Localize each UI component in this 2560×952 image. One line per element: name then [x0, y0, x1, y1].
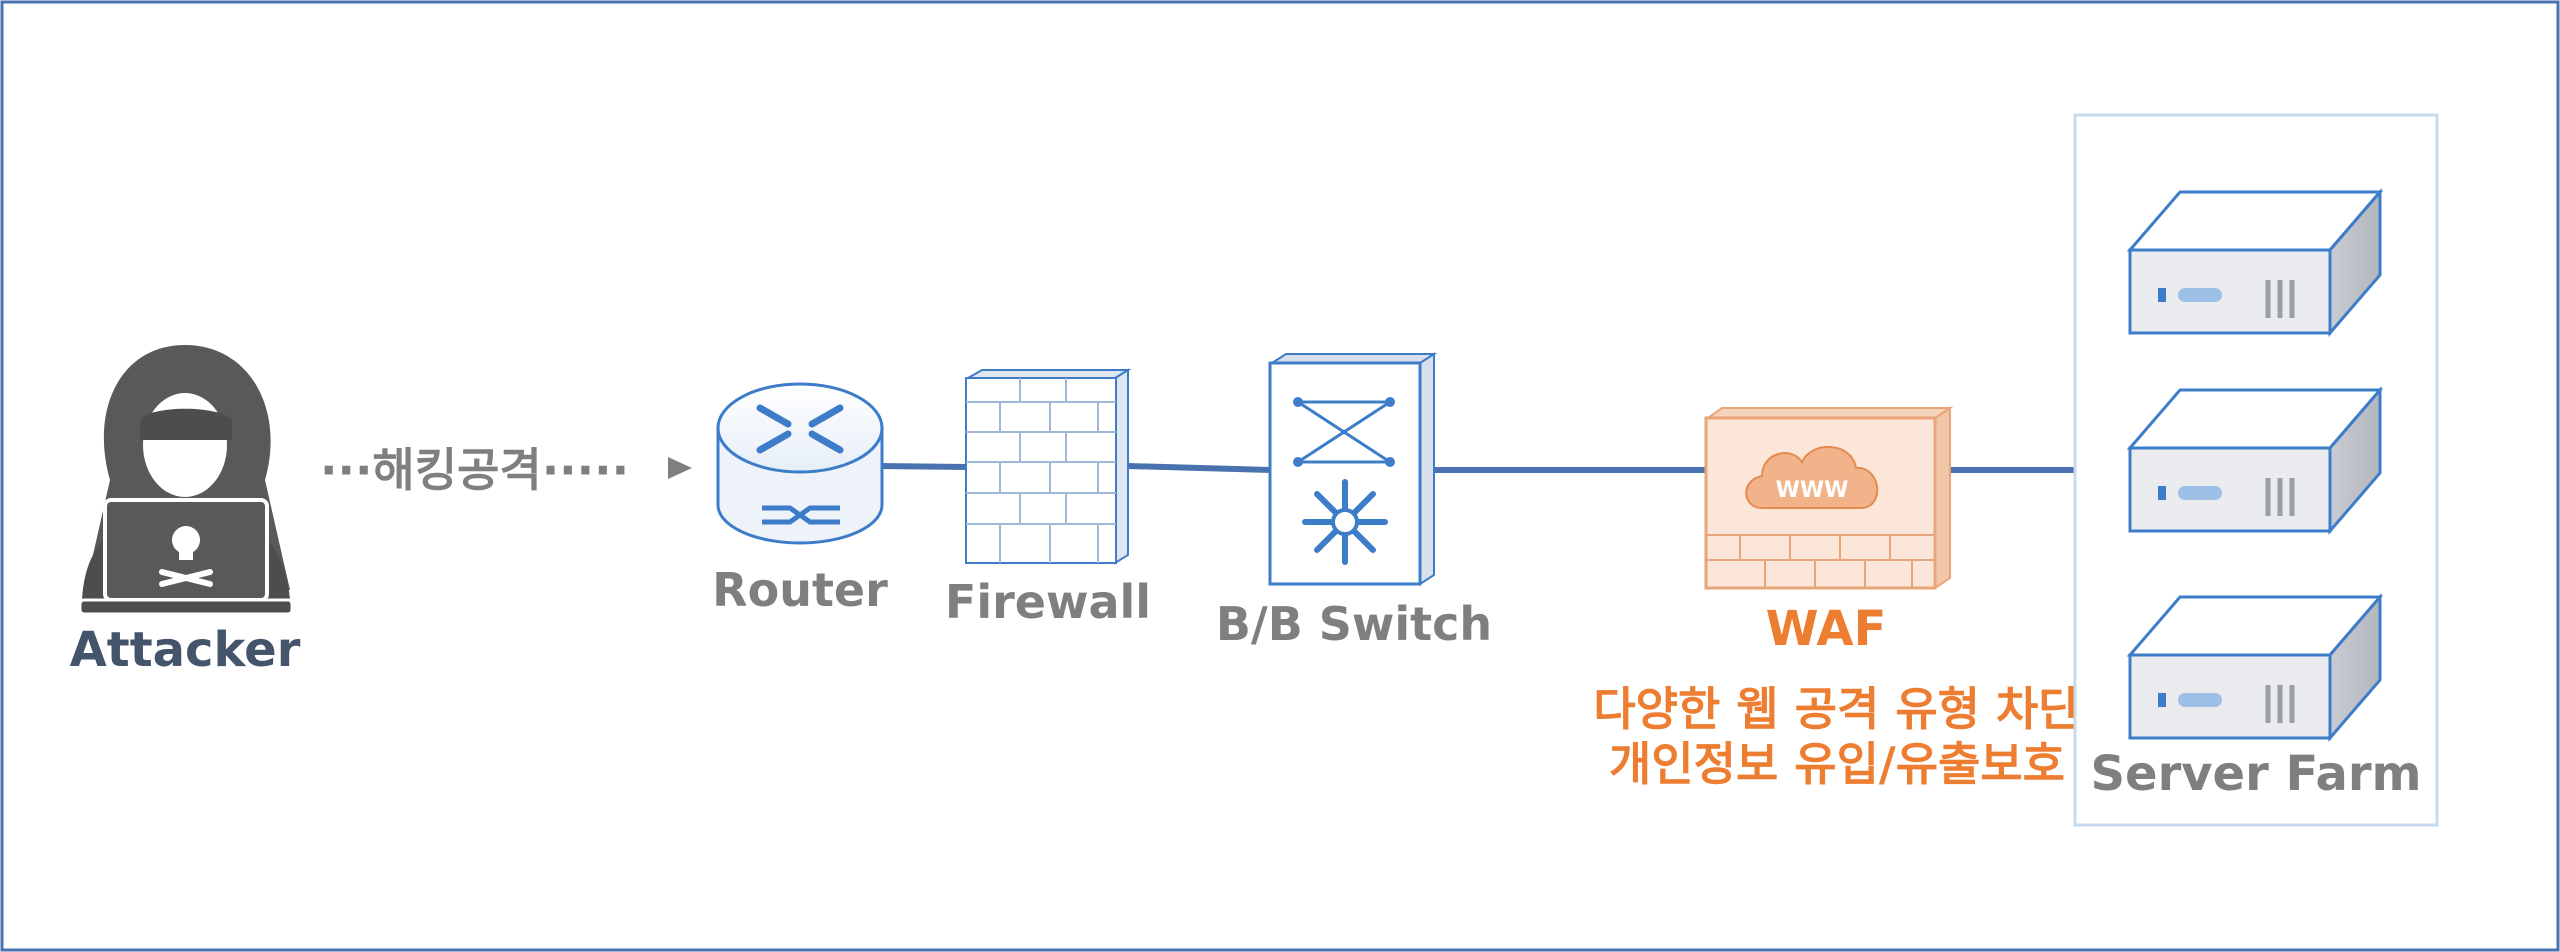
network-links: [879, 463, 2075, 473]
attack-arrow: ···해킹공격·····: [320, 443, 692, 497]
server-farm-label: Server Farm: [2090, 746, 2421, 802]
hacker-icon: [78, 345, 294, 616]
router-label: Router: [712, 563, 888, 617]
waf-www-text: WWW: [1776, 478, 1849, 503]
link-firewall-switch: [1127, 463, 1273, 473]
link-router-firewall: [879, 463, 969, 470]
server-farm-node: Server Farm: [2073, 113, 2439, 827]
server-icon: [2126, 187, 2384, 338]
firewall-label: Firewall: [945, 575, 1151, 629]
switch-label: B/B Switch: [1216, 597, 1492, 651]
router-icon: [716, 382, 884, 545]
waf-www-icon: WWW: [1704, 406, 1954, 590]
switch-node: B/B Switch: [1216, 352, 1492, 651]
attack-arrow-head: [668, 457, 692, 479]
router-node: Router: [712, 382, 888, 617]
attack-label: ···해킹공격·····: [320, 443, 629, 497]
firewall-node: Firewall: [945, 368, 1151, 629]
attacker-label: Attacker: [70, 622, 301, 678]
waf-node: WWW WAF 다양한 웹 공격 유형 차단 개인정보 유입/유출보호: [1593, 406, 2081, 791]
switch-icon: [1268, 352, 1438, 586]
waf-desc-line2: 개인정보 유입/유출보호: [1609, 737, 2065, 791]
waf-label: WAF: [1766, 601, 1887, 657]
server-icon: [2126, 592, 2384, 743]
attacker-node: Attacker: [70, 345, 301, 678]
waf-desc-line1: 다양한 웹 공격 유형 차단: [1593, 682, 2080, 736]
firewall-icon: [964, 368, 1132, 565]
server-icon: [2126, 385, 2384, 536]
